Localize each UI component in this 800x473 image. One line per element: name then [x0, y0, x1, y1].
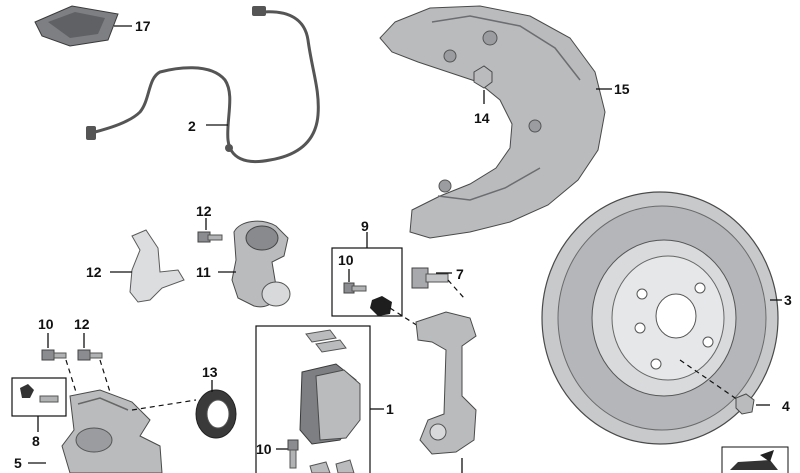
part-10-bolt-lower [287, 439, 299, 469]
kit-9-bolt [343, 282, 367, 294]
dash-9 [389, 307, 419, 327]
dash-4 [679, 359, 739, 401]
callout-12a: 12 [196, 203, 212, 219]
kit-box-1 [255, 325, 371, 473]
part-caliper-carrier [415, 311, 477, 455]
callout-2: 2 [188, 118, 196, 134]
callout-10c: 10 [256, 441, 272, 457]
part-16-bolt [473, 65, 493, 89]
callout-5: 5 [14, 455, 22, 471]
part-12-bolt-upper [197, 231, 223, 243]
part-8-bleeder [20, 384, 59, 403]
part-10-bolt-left [41, 349, 67, 361]
part-4-screw [735, 393, 755, 415]
callout-1: 1 [386, 401, 394, 417]
callout-8: 8 [32, 433, 40, 449]
part-13-bracket [129, 229, 185, 303]
callout-3: 3 [784, 292, 792, 308]
kit-9-bushing [370, 296, 392, 316]
part-2-wear-sensor [86, 6, 320, 164]
callout-9: 9 [361, 218, 369, 234]
callout-13: 12 [86, 264, 102, 280]
catalog-page-icon [721, 446, 789, 473]
part-1-brake-pads [299, 363, 361, 445]
dash-12b [99, 359, 111, 393]
part-3-brake-disc [541, 191, 779, 445]
kit-box-8 [11, 377, 67, 417]
part-1-pad-springs [309, 459, 355, 473]
callout-14: 13 [202, 364, 218, 380]
dash-14 [131, 399, 197, 411]
dash-10b [65, 359, 77, 393]
part-12-bolt-left [77, 349, 103, 361]
callout-7: 7 [456, 266, 464, 282]
part-5-caliper [61, 389, 163, 473]
callout-11: 11 [196, 264, 211, 280]
part-11-actuator [231, 220, 291, 308]
callout-10a: 10 [338, 252, 354, 268]
part-1-pad-clips [305, 329, 347, 353]
callout-10b: 10 [38, 316, 54, 332]
callout-17: 17 [135, 18, 151, 34]
callout-15: 15 [614, 81, 630, 97]
dash-7 [447, 279, 465, 299]
part-17-pad [34, 5, 119, 47]
part-7-guide-bolt [411, 267, 449, 289]
callout-12b: 12 [74, 316, 90, 332]
part-15-dust-shield [379, 5, 606, 239]
callout-16: 14 [474, 110, 490, 126]
callout-4: 4 [782, 398, 790, 414]
part-14-seal-ring [195, 389, 237, 439]
